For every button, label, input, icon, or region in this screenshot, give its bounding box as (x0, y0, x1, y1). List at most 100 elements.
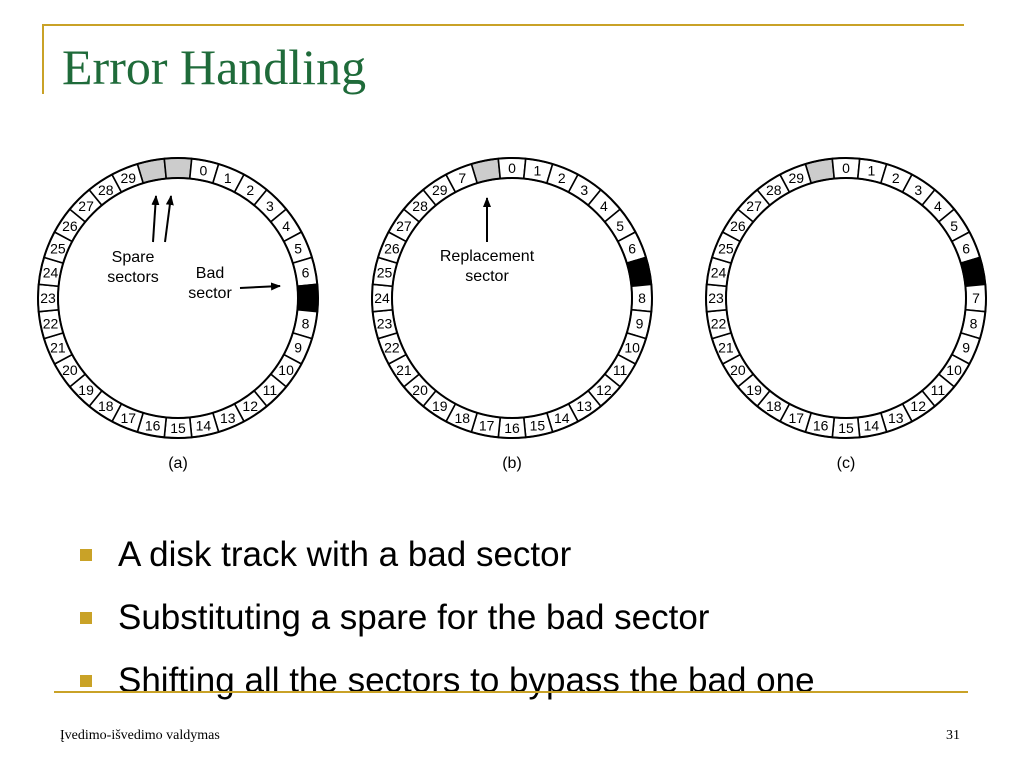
sector-number-label: 2 (246, 182, 254, 198)
inner-ring (725, 177, 967, 419)
inner-ring (391, 177, 633, 419)
sector-number-label: 10 (946, 362, 962, 378)
disk-caption: (a) (168, 455, 188, 472)
sector-number-label: 2 (558, 170, 566, 186)
bad-sector (296, 283, 319, 313)
sector-number-label: 15 (838, 420, 854, 436)
sector-number-label: 19 (432, 398, 448, 414)
sector-number-label: 12 (596, 382, 612, 398)
sector-number-label: 0 (842, 160, 850, 176)
sector-number-label: 26 (730, 218, 746, 234)
sector-number-label: 29 (120, 170, 136, 186)
sector-number-label: 19 (78, 382, 94, 398)
bullet-item: Shifting all the sectors to bypass the b… (80, 658, 815, 721)
sector-number-label: 26 (62, 218, 78, 234)
sector-number-label: 23 (377, 315, 393, 331)
sector-number-label: 11 (263, 382, 278, 398)
sector-number-label: 7 (972, 290, 980, 306)
slide-title: Error Handling (62, 39, 367, 95)
sector-number-label: 17 (479, 418, 495, 434)
sector-number-label: 25 (377, 265, 393, 281)
sector-number-label: 25 (50, 240, 66, 256)
bullet-square-icon (80, 612, 92, 624)
sector-number-label: 1 (224, 170, 232, 186)
sector-number-label: 14 (864, 418, 880, 434)
bullet-item: A disk track with a bad sector (80, 532, 815, 595)
sector-number-label: 8 (302, 315, 310, 331)
sector-number-label: 6 (302, 265, 310, 281)
bullet-text: Substituting a spare for the bad sector (118, 598, 710, 637)
sector-number-label: 29 (788, 170, 804, 186)
bottom-rule (54, 691, 968, 693)
sector-number-label: 3 (580, 182, 588, 198)
sector-number-label: 18 (454, 410, 470, 426)
sector-number-label: 5 (950, 218, 958, 234)
disk-caption: (c) (837, 455, 856, 472)
sector-number-label: 1 (533, 162, 541, 178)
sector-number-label: 13 (576, 398, 592, 414)
outer-ring (37, 157, 319, 439)
sector-number-label: 1 (867, 162, 875, 178)
sector-number-label: 28 (412, 198, 428, 214)
sector-number-label: 20 (730, 362, 746, 378)
sector-number-label: 16 (504, 420, 520, 436)
sector-number-label: 4 (282, 218, 290, 234)
sector-number-label: 20 (412, 382, 428, 398)
sector-number-label: 10 (624, 340, 640, 356)
sector-number-label: 27 (78, 198, 94, 214)
sector-number-label: 17 (788, 410, 804, 426)
sector-number-label: 29 (432, 182, 448, 198)
sector-number-label: 21 (718, 340, 734, 356)
bullet-text: Shifting all the sectors to bypass the b… (118, 661, 815, 700)
sector-number-label: 13 (220, 410, 236, 426)
sector-number-label: 13 (888, 410, 904, 426)
sector-number-label: 24 (43, 265, 59, 281)
left-rule (42, 24, 44, 94)
bullet-square-icon (80, 549, 92, 561)
sector-number-label: 5 (616, 218, 624, 234)
sector-number-label: 28 (98, 182, 114, 198)
sector-number-label: 18 (766, 398, 782, 414)
sector-number-label: 25 (718, 240, 734, 256)
sector-number-label: 22 (43, 315, 59, 331)
sector-number-label: 15 (170, 420, 186, 436)
spare-arrow-1 (151, 195, 160, 243)
bullet-square-icon (80, 675, 92, 687)
sector-number-label: 14 (196, 418, 212, 434)
sector-number-label: 24 (374, 290, 390, 306)
sector-number-label: 21 (396, 362, 412, 378)
sector-number-label: 3 (266, 198, 274, 214)
sector-number-label: 9 (962, 340, 970, 356)
sector-number-label: 28 (766, 182, 782, 198)
spare-sector (163, 157, 193, 180)
inner-ring (57, 177, 299, 419)
sector-number-label: 7 (458, 170, 466, 186)
sector-number-label: 12 (242, 398, 258, 414)
sector-number-label: 3 (914, 182, 922, 198)
sector-number-label: 27 (746, 198, 762, 214)
bullet-list: A disk track with a bad sector Substitut… (80, 532, 815, 721)
sector-number-label: 0 (199, 162, 207, 178)
sector-number-label: 11 (613, 362, 628, 378)
sector-number-label: 19 (746, 382, 762, 398)
sector-number-label: 2 (892, 170, 900, 186)
page-number: 31 (946, 728, 960, 743)
sector-number-label: 27 (396, 218, 412, 234)
outer-ring (371, 157, 653, 439)
sector-number-label: 8 (638, 290, 646, 306)
spare-arrow-2 (164, 195, 174, 243)
footer-text: Įvedimo-išvedimo valdymas (60, 728, 220, 743)
disk-caption: (b) (502, 455, 522, 472)
sector-number-label: 20 (62, 362, 78, 378)
sector-number-label: 17 (120, 410, 136, 426)
sector-number-label: 6 (962, 240, 970, 256)
outer-ring (705, 157, 987, 439)
sector-number-label: 10 (278, 362, 294, 378)
bullet-text: A disk track with a bad sector (118, 535, 572, 574)
